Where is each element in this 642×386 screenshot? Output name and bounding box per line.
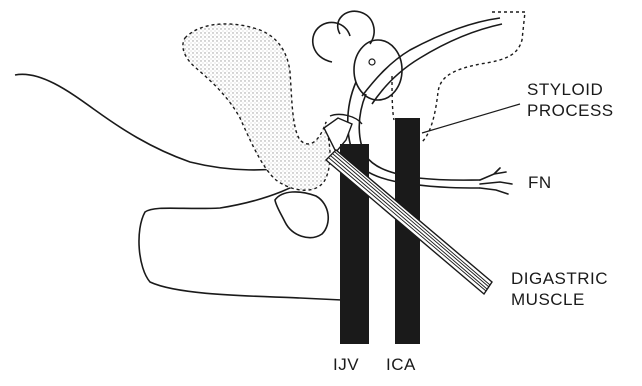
styloid-process-label: STYLOID PROCESS bbox=[527, 79, 614, 121]
mandible-loop bbox=[275, 192, 328, 238]
ica-label: ICA bbox=[386, 354, 416, 375]
inner-ear-loop-1 bbox=[313, 22, 350, 62]
inner-ear-loop-2 bbox=[338, 11, 374, 44]
styloid-label-line-2: PROCESS bbox=[527, 100, 614, 121]
styloid-label-line-1: STYLOID bbox=[527, 79, 614, 100]
facial-nerve-branches bbox=[480, 168, 512, 194]
ijv-label: IJV bbox=[333, 354, 359, 375]
inner-ear-dot bbox=[369, 59, 375, 65]
temporal-bone-inner bbox=[392, 76, 394, 120]
digastric-muscle-label: DIGASTRIC MUSCLE bbox=[511, 268, 608, 310]
inner-ear-oval bbox=[354, 40, 402, 100]
styloid-leader-line bbox=[422, 104, 520, 133]
digastric-label-line-1: DIGASTRIC bbox=[511, 268, 608, 289]
digastric-label-line-2: MUSCLE bbox=[511, 289, 608, 310]
fn-label: FN bbox=[528, 172, 552, 193]
